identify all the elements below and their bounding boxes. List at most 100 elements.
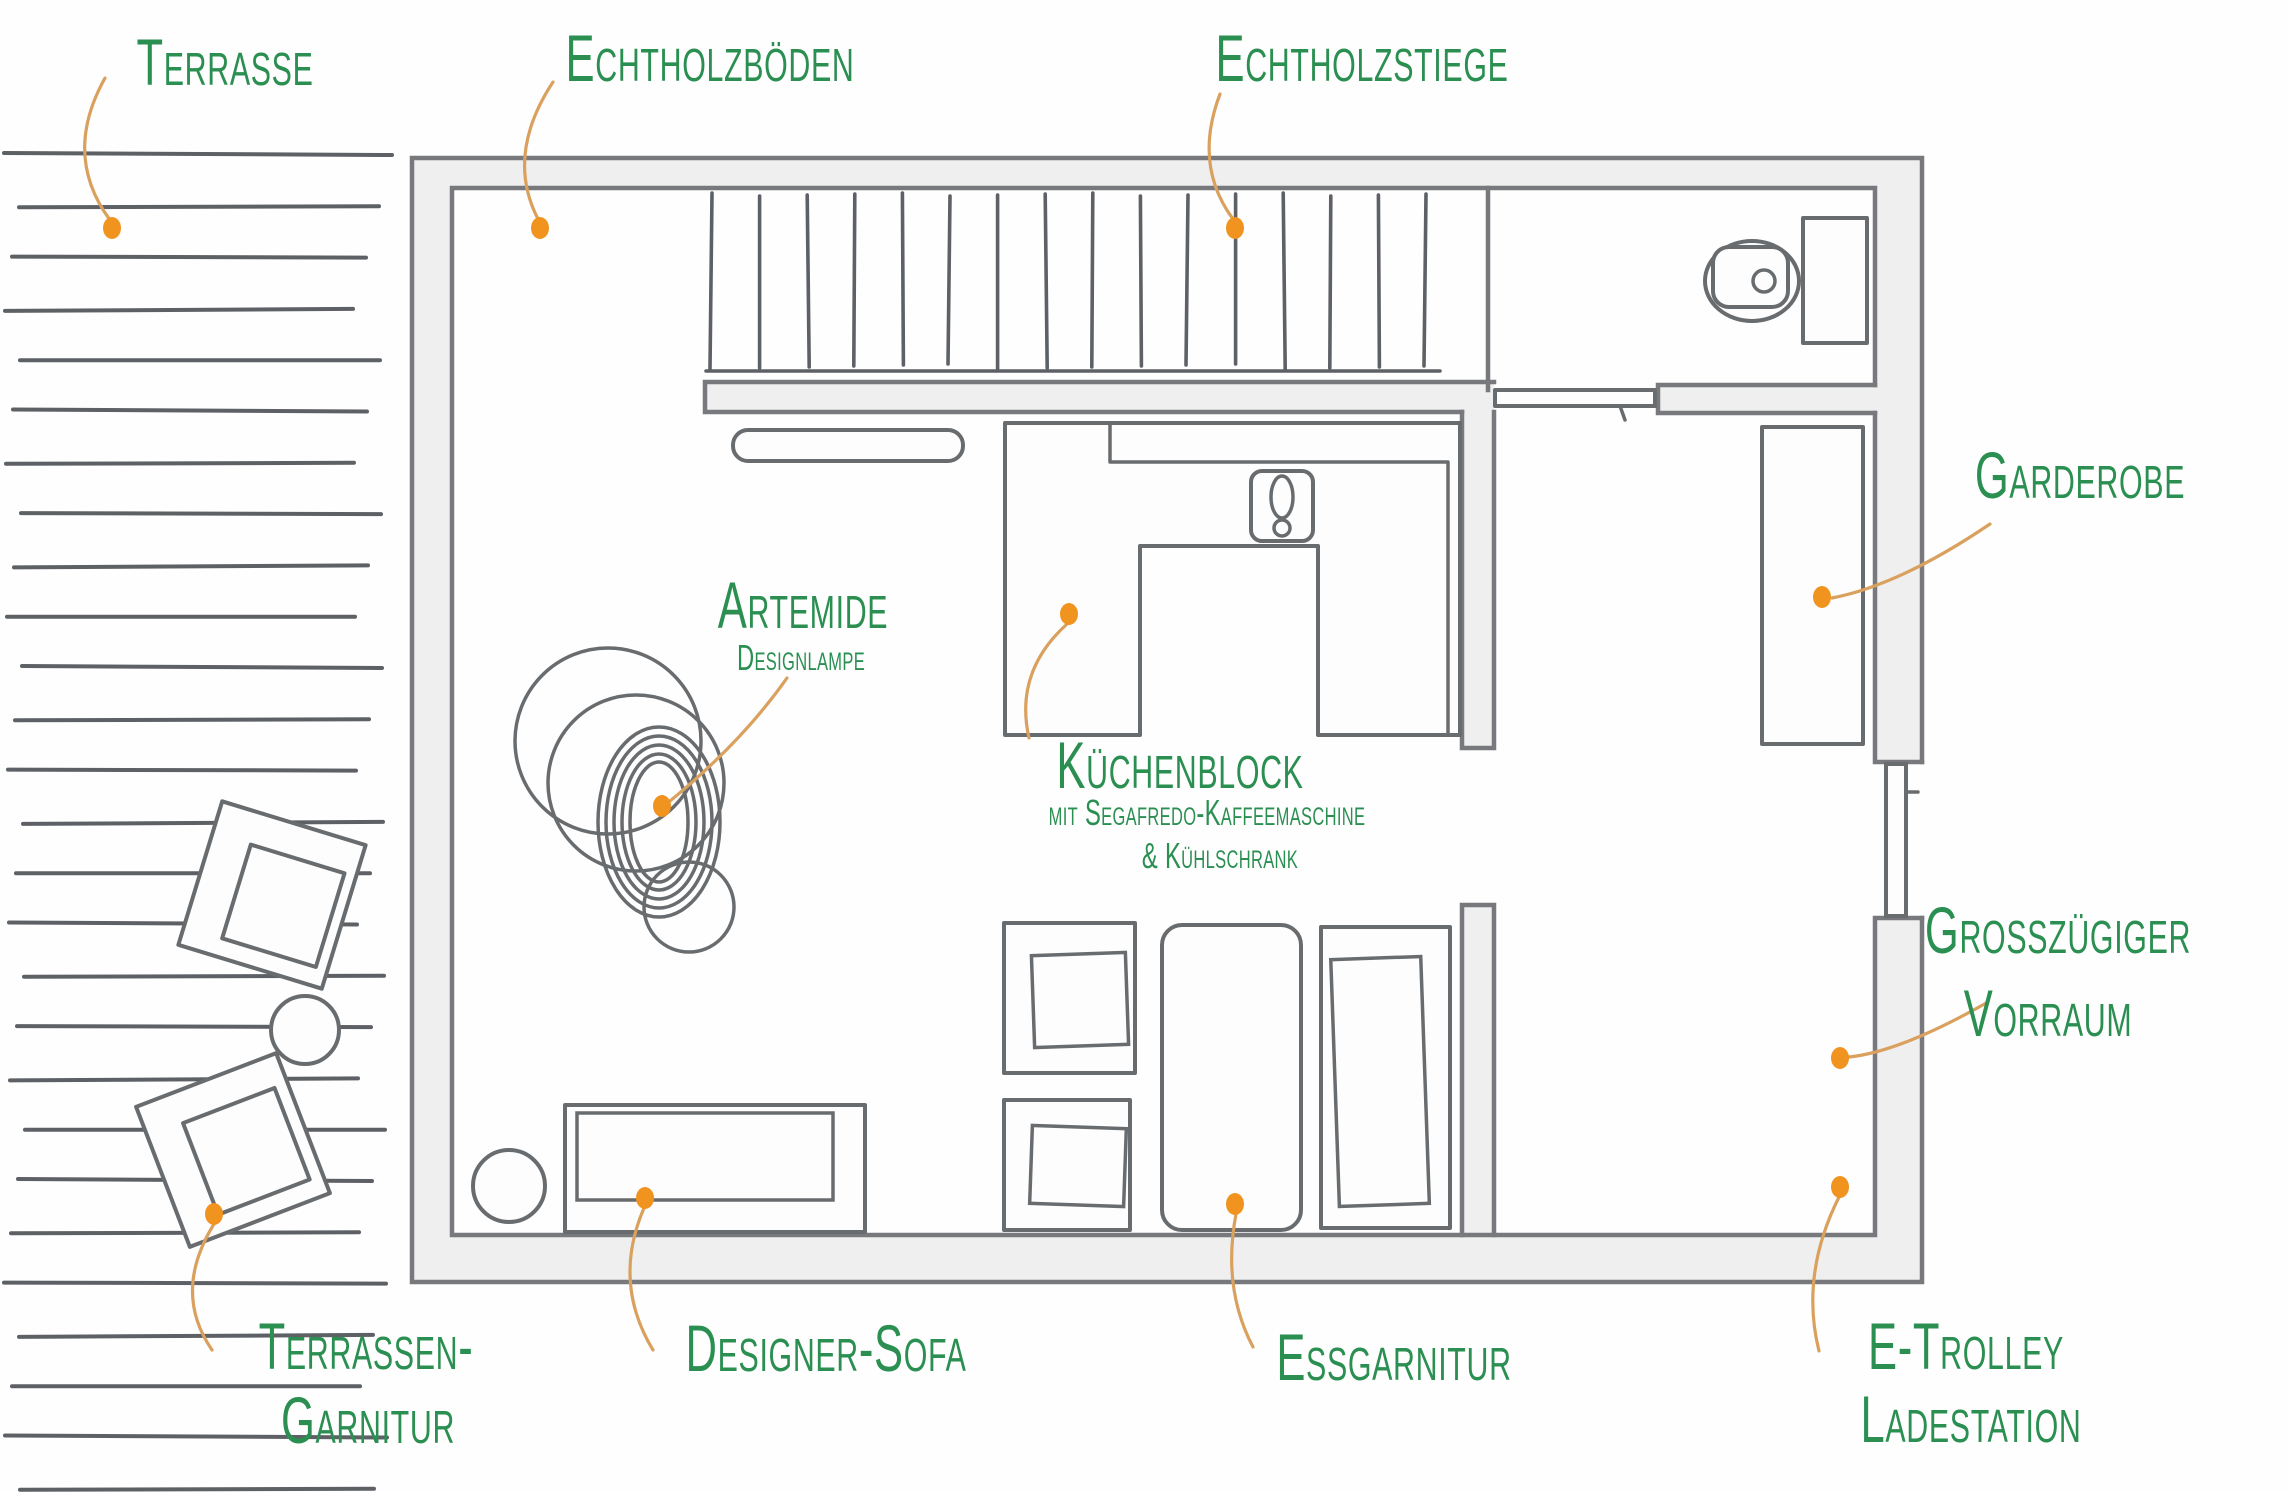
garderobe-leader <box>1830 522 1992 600</box>
stair-tread-line <box>1138 194 1144 368</box>
terrace-deck-line <box>12 563 370 570</box>
kuechenblock-dot <box>1060 603 1078 625</box>
terrace-deck-line <box>3 306 355 313</box>
stair-tread-line <box>1422 192 1428 368</box>
label-echtholzboeden: Echtholzböden <box>565 21 855 95</box>
stair-tread-line <box>708 191 714 371</box>
stair-tread-line <box>805 193 812 369</box>
stair-tread-line <box>1090 191 1095 369</box>
kitchen-counter <box>1003 421 1462 737</box>
wall-interior-lower <box>1462 905 1494 1235</box>
stair-tread-line <box>1376 193 1382 369</box>
leader-lines <box>83 76 1992 1353</box>
terrace-deck-line <box>17 1332 375 1339</box>
echtholzstiege-leader <box>1207 92 1235 221</box>
terrace-deck-line <box>11 407 369 414</box>
terrace-deck-line <box>6 767 358 773</box>
wall-wc-south <box>1658 385 1875 413</box>
wall-interior-upper <box>1462 382 1494 748</box>
dining-chair-1 <box>1002 921 1137 1075</box>
stair-tread-line <box>1281 191 1287 371</box>
dining-chair-2 <box>1002 1098 1132 1232</box>
terrace-chair-2 <box>134 1051 332 1249</box>
terrasse-leader <box>83 76 112 222</box>
wall-right-upper <box>1875 158 1922 762</box>
label-kuechenblock-sub2: & Kühlschrank <box>1141 835 1299 876</box>
vorraum-leader <box>1847 1000 1990 1059</box>
label-etrolley-line2: Ladestation <box>1860 1382 2082 1456</box>
terrace <box>2 151 394 1492</box>
staircase <box>704 191 1442 373</box>
dining-chair-3 <box>1319 925 1452 1230</box>
echtholzboeden-leader <box>522 80 555 221</box>
terrace-deck-line <box>20 664 384 670</box>
stair-tread-line <box>946 194 952 366</box>
kitchen-sink <box>1249 469 1315 543</box>
label-terrassengarnitur-line1: Terrassen- <box>258 1309 474 1383</box>
wall-under-stairs <box>705 382 1494 412</box>
terrace-deck-line <box>21 819 385 826</box>
lamp-circle-2 <box>546 693 726 873</box>
toilet-cistern <box>1801 216 1869 345</box>
wall-outline-outer <box>409 155 1925 1285</box>
artemide-dot <box>653 795 671 817</box>
label-kuechenblock: Küchenblock <box>1056 728 1304 802</box>
label-garderobe: Garderobe <box>1974 438 2186 512</box>
terrace-deck-line <box>22 973 386 979</box>
entrance-door-leaf <box>1884 762 1908 918</box>
stair-tread-line <box>1184 193 1190 367</box>
terrace-deck-line <box>18 1486 376 1492</box>
entrance-door <box>1884 762 1920 918</box>
terrace-deck-line <box>3 1433 389 1440</box>
etrolley-leader <box>1811 1195 1841 1353</box>
dining-set <box>1002 921 1452 1232</box>
garderobe-wardrobe <box>1760 425 1865 746</box>
kitchen-counter-edge <box>1108 421 1450 735</box>
wall-right-lower <box>1875 918 1922 1282</box>
label-kuechenblock-sub1: mit Segafredo-Kaffeemaschine <box>1048 792 1366 833</box>
label-terrasse: Terrasse <box>136 25 314 99</box>
dining-table <box>1160 923 1303 1232</box>
label-echtholzstiege: Echtholzstiege <box>1215 21 1509 95</box>
stair-tread-line <box>900 191 906 367</box>
callout-dots <box>103 217 1849 1225</box>
wc-door-leaf <box>1493 388 1657 408</box>
label-artemide: Artemide <box>717 568 889 642</box>
essgarnitur-dot <box>1226 1193 1244 1215</box>
stair-tread-line <box>1043 192 1049 370</box>
sofa-outer <box>563 1103 867 1234</box>
terrace-deck-line <box>4 460 356 466</box>
stair-tread-line <box>851 192 857 368</box>
terrace-round-table <box>269 994 341 1066</box>
label-vorraum-line2: Vorraum <box>1963 976 2133 1050</box>
wall-bottom <box>412 1235 1922 1282</box>
stair-treads <box>708 191 1428 371</box>
stair-tread-line <box>1328 194 1333 370</box>
designersofa-leader <box>628 1206 655 1352</box>
label-designersofa: Designer-Sofa <box>685 1311 967 1385</box>
echtholzboeden-dot <box>531 217 549 239</box>
label-essgarnitur: Essgarnitur <box>1276 1320 1512 1394</box>
essgarnitur-leader <box>1230 1212 1255 1349</box>
terrassengarnitur-leader <box>190 1222 216 1352</box>
wall-top <box>412 158 1922 188</box>
designersofa-dot <box>636 1187 654 1209</box>
wall-outline-understairs <box>702 379 1497 415</box>
terrace-deck-lines <box>2 151 394 1492</box>
toilet-seat <box>1711 245 1790 309</box>
sofa-inner <box>575 1111 835 1202</box>
wc-door-handle <box>1618 404 1627 422</box>
lamp-spiral <box>596 725 722 919</box>
kuechenblock-leader <box>1024 622 1069 740</box>
artemide-lamp <box>513 646 736 954</box>
terrace-deck-line <box>8 1076 360 1083</box>
wall-left <box>412 158 452 1282</box>
label-terrassengarnitur-line2: Garnitur <box>280 1383 456 1457</box>
terrace-chair-1 <box>176 799 368 991</box>
etrolley-dot <box>1831 1176 1849 1198</box>
terrace-deck-line <box>10 254 368 260</box>
artemide-leader <box>668 676 789 803</box>
wc <box>1493 216 1869 422</box>
terrace-deck-line <box>17 204 381 210</box>
